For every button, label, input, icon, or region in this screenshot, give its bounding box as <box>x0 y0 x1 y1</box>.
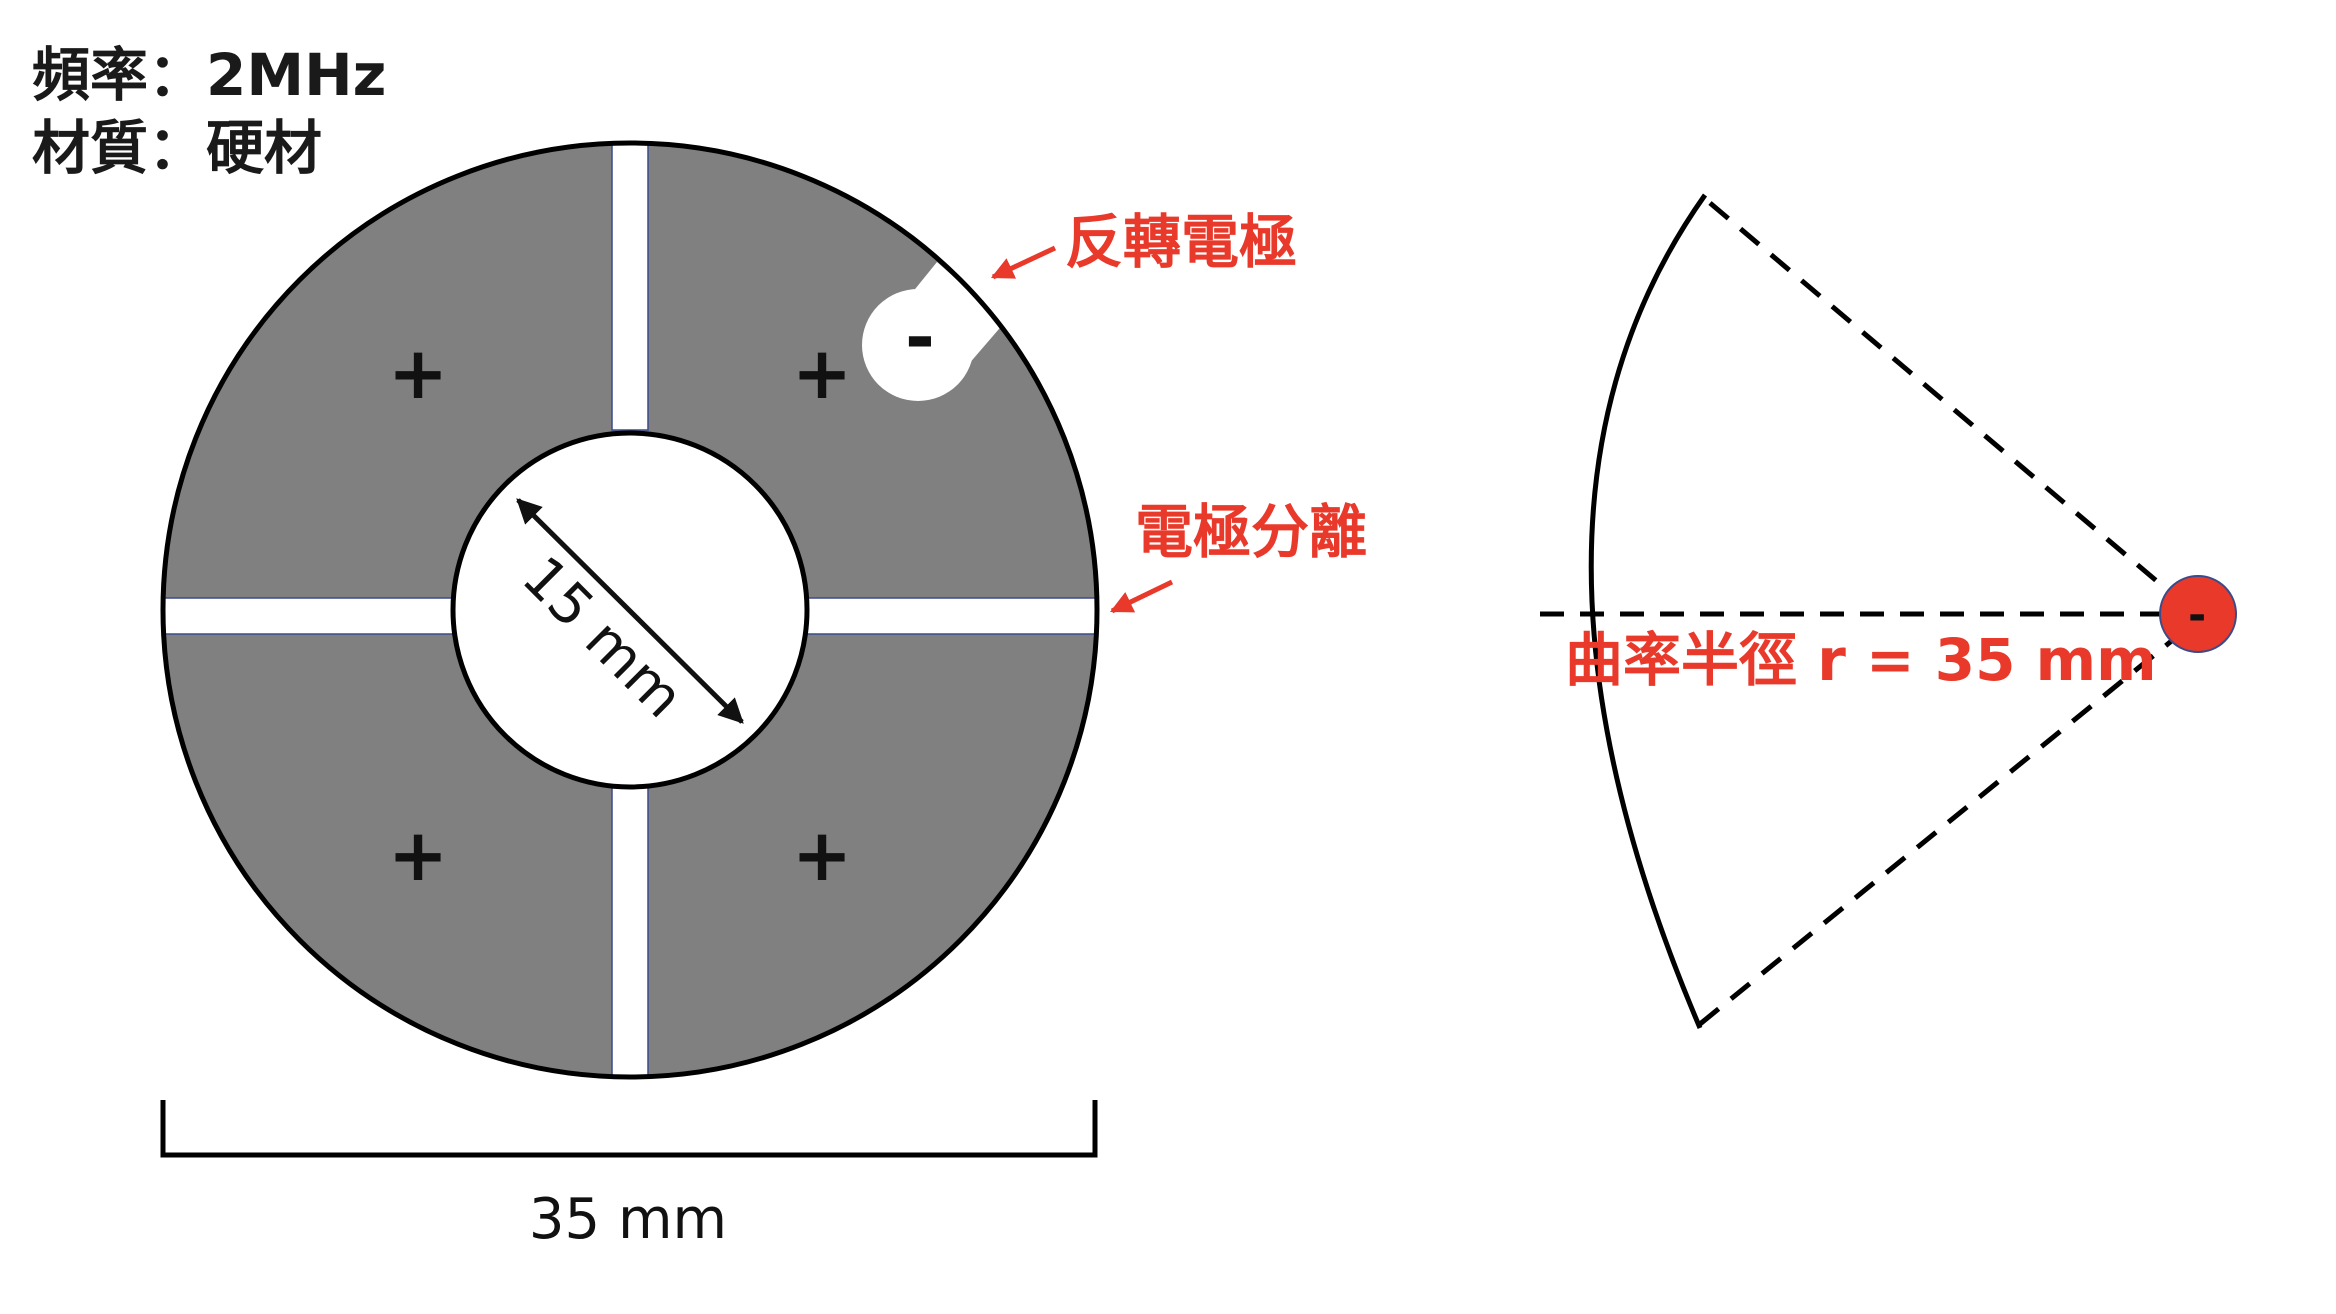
focal-point <box>2159 575 2237 653</box>
electrode-separation-label: 電極分離 <box>1135 498 1367 566</box>
material-spec: 材質：硬材 <box>32 114 322 182</box>
curved-surface <box>1588 193 1708 1029</box>
gap-left <box>149 597 456 635</box>
gap-bottom <box>611 784 649 1086</box>
focal-point-minus-sign: - <box>2188 590 2206 641</box>
gap-right <box>804 597 1111 635</box>
frequency-spec: 頻率：2MHz <box>32 41 386 109</box>
outer-boundary <box>160 140 1100 1080</box>
plus-sign-top-right: + <box>792 331 852 415</box>
plus-sign-bottom-left: + <box>388 813 448 897</box>
inner-diameter-arrow <box>516 498 744 724</box>
electrode-separation-pointer <box>1109 579 1174 614</box>
focal-line-top <box>1708 201 2187 607</box>
outer-diameter-bracket <box>160 1100 1098 1158</box>
minus-sign-reverse-electrode: - <box>905 295 935 379</box>
curvature-radius-label: 曲率半徑 r = 35 mm <box>1565 626 2157 694</box>
plus-sign-bottom-right: + <box>792 813 852 897</box>
reverse-electrode-label: 反轉電極 <box>1065 208 1297 276</box>
reverse-electrode-circle <box>862 289 974 401</box>
focal-line-bottom <box>1698 628 2187 1026</box>
reverse-electrode-pointer <box>990 245 1057 280</box>
reverse-electrode <box>862 262 1005 401</box>
side-view: - 曲率半徑 r = 35 mm <box>1540 193 2237 1029</box>
plus-sign-top-left: + <box>388 331 448 415</box>
gap-top <box>611 129 649 431</box>
outer-diameter-label: 35 mm <box>529 1187 727 1252</box>
